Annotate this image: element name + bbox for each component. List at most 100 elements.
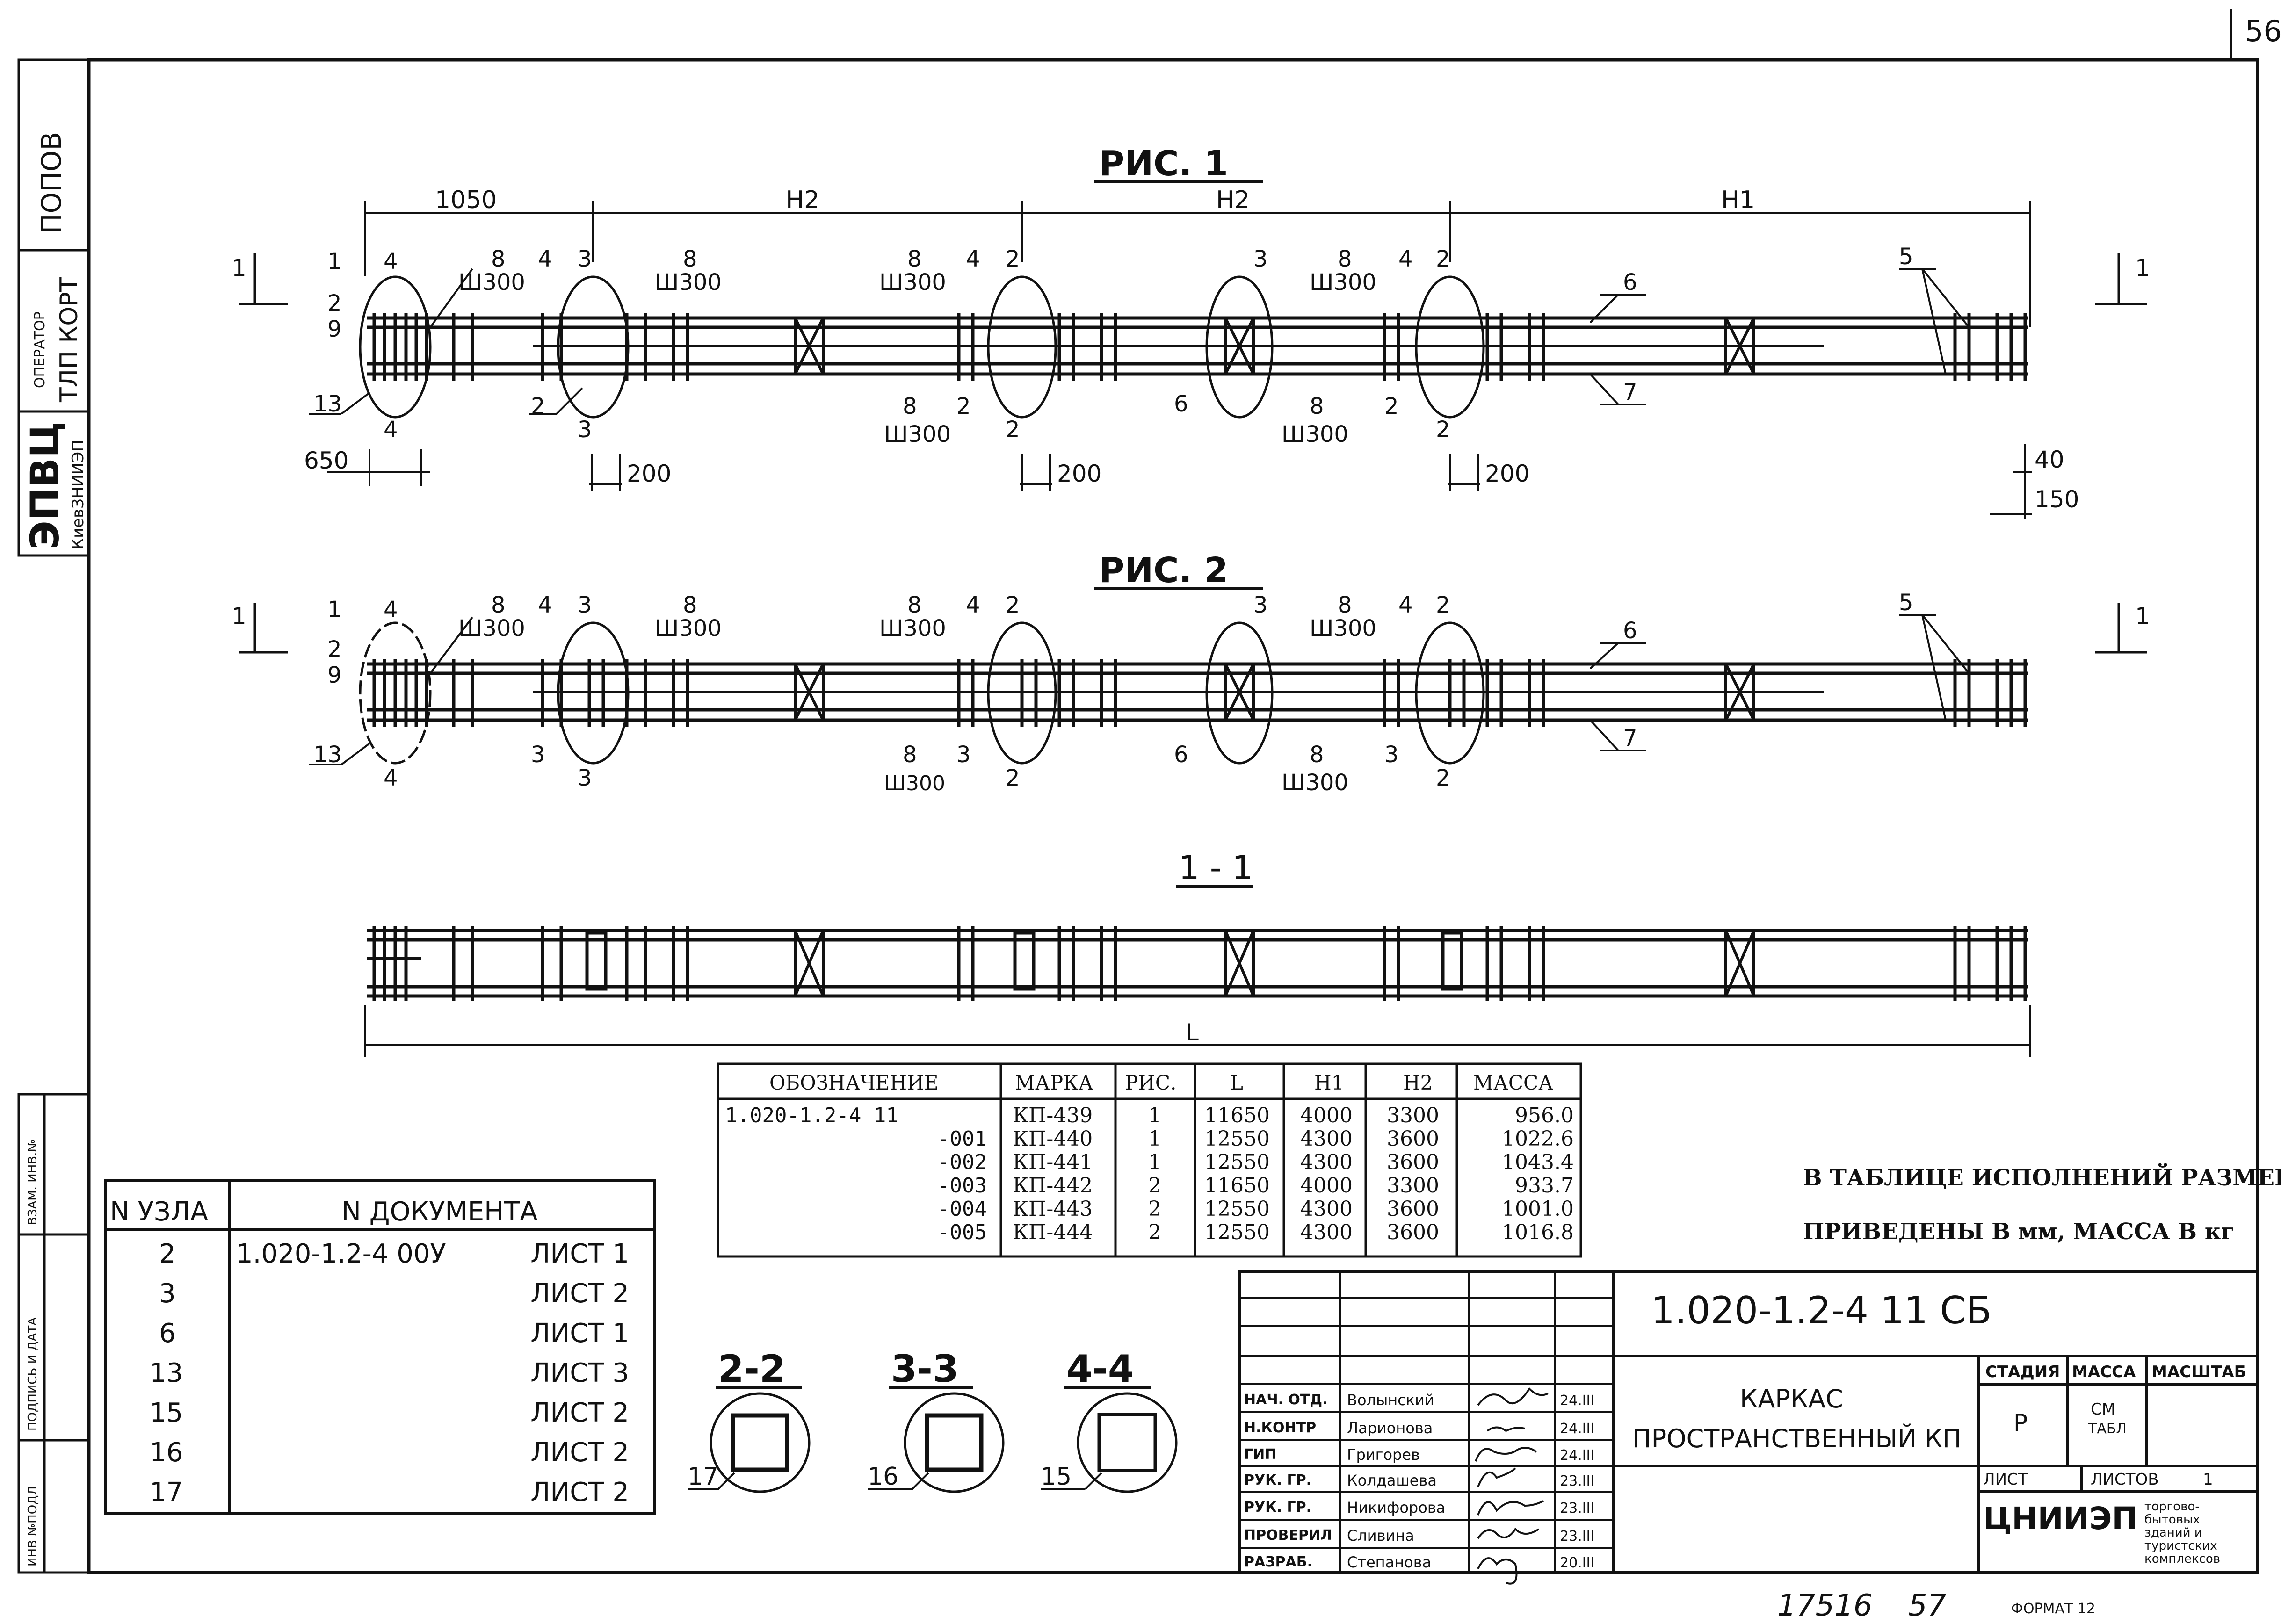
svg-text:КП-439: КП-439 (1013, 1104, 1093, 1127)
fig1-label-8-a: 8 (491, 246, 506, 272)
exec-header-designation: ОБОЗНАЧЕНИЕ (769, 1071, 938, 1094)
svg-text:2-2: 2-2 (718, 1347, 786, 1391)
section-1-1-x-braces (794, 929, 1755, 997)
title-block: 1.020-1.2-4 11 СБ КАРКАС ПРОСТРАНСТВЕННЫ… (1238, 1270, 2259, 1585)
exec-row: -002 КП-441 1 12550 4300 3600 1043.4 (937, 1150, 1574, 1174)
fig2-label-3-node6: 3 (1253, 592, 1268, 618)
svg-text:КП-441: КП-441 (1013, 1150, 1093, 1174)
svg-text:20.III: 20.III (1560, 1555, 1594, 1571)
stamp-org: ЭПВЦ (22, 421, 68, 549)
node-table-row: 17 ЛИСТ 2 (150, 1477, 629, 1508)
svg-text:1043.4: 1043.4 (1502, 1150, 1574, 1174)
fig1-label-6-b: 6 (1623, 269, 1637, 296)
svg-text:23.III: 23.III (1560, 1473, 1594, 1489)
signatory-row: РУК. ГР. Колдашева 23.III (1244, 1467, 1594, 1489)
title-block-scale-label: МАСШТАБ (2151, 1363, 2246, 1381)
fig2-label-5: 5 (1899, 590, 1913, 616)
svg-text:4300: 4300 (1300, 1150, 1353, 1174)
title-block-org-sub: торгово- бытовых зданий и туристских ком… (2144, 1500, 2220, 1566)
stamp-operator-label: ОПЕРАТОР (32, 311, 48, 388)
title-block-name-1: КАРКАС (1740, 1384, 1843, 1414)
svg-text:12550: 12550 (1204, 1220, 1270, 1244)
signatory-row: РАЗРАБ. Степанова 20.III (1244, 1553, 1594, 1585)
section-1-1-bars (367, 929, 2028, 998)
svg-text:3300: 3300 (1387, 1174, 1439, 1198)
fig1-node-callouts (359, 275, 1485, 419)
figure-1: РИС. 1 1050 Н2 Н2 Н1 1 1 (232, 144, 2150, 519)
fig2-label-3-top: 3 (578, 592, 592, 618)
fig1-label-1: 1 (327, 248, 342, 274)
sheet-frame (87, 9, 2259, 1574)
svg-text:15: 15 (150, 1398, 183, 1428)
svg-text:ЛИСТ 1: ЛИСТ 1 (530, 1318, 629, 1349)
fig1-label-8-d: 8 (903, 393, 917, 419)
svg-text:комплексов: комплексов (2144, 1552, 2220, 1566)
svg-text:ЛИСТ 3: ЛИСТ 3 (530, 1358, 629, 1388)
fig1-dim-h1: Н1 (1721, 186, 1755, 214)
title-block-grid (1239, 1272, 1614, 1573)
svg-text:туристских: туристских (2144, 1539, 2217, 1553)
fig1-label-2: 2 (327, 290, 342, 317)
svg-text:4300: 4300 (1300, 1197, 1353, 1221)
exec-row: -004 КП-443 2 12550 4300 3600 1001.0 (937, 1197, 1574, 1221)
signature-mark (1477, 1387, 1549, 1406)
fig1-label-4-bottom: 4 (384, 417, 398, 443)
svg-text:4000: 4000 (1300, 1174, 1353, 1198)
exec-row: -005 КП-444 2 12550 4300 3600 1016.8 (937, 1220, 1574, 1244)
svg-text:-002: -002 (937, 1150, 987, 1174)
fig1-section-mark-left: 1 (232, 254, 246, 281)
svg-text:Степанова: Степанова (1347, 1553, 1431, 1571)
fig2-node-callouts (359, 621, 1485, 765)
fig1-sh300-c: Ш300 (879, 269, 946, 296)
fig1-dim-h2-a: Н2 (786, 186, 819, 214)
svg-text:11650: 11650 (1204, 1174, 1270, 1198)
signature-mark (1477, 1500, 1544, 1516)
svg-text:РУК. ГР.: РУК. ГР. (1244, 1499, 1311, 1516)
node-table-row: 13 ЛИСТ 3 (150, 1358, 629, 1388)
section-1-1-title: 1 - 1 (1179, 849, 1253, 887)
svg-text:16: 16 (150, 1437, 183, 1468)
note-line-2: ПРИВЕДЕНЫ В мм, МАССА В кг (1803, 1219, 2235, 1245)
fig2-label-8-d: 8 (903, 742, 917, 768)
fig2-sh300-f: Ш300 (1282, 770, 1348, 796)
fig2-label-4-e: 4 (1398, 592, 1413, 618)
svg-text:15: 15 (1041, 1463, 1072, 1491)
fig1-dim-200-b: 200 (1057, 460, 1101, 487)
node-table-row: 3 ЛИСТ 2 (159, 1278, 629, 1309)
fig1-x-braces (794, 317, 1755, 375)
fig1-sh300-d: Ш300 (884, 421, 951, 448)
svg-text:Н.КОНТР: Н.КОНТР (1244, 1420, 1316, 1436)
svg-text:933.7: 933.7 (1515, 1174, 1574, 1198)
fig2-section-mark-right: 1 (2135, 603, 2150, 630)
title-block-org: ЦНИИЭП (1983, 1501, 2138, 1537)
fig2-sh300-e: Ш300 (1310, 615, 1376, 642)
fig2-section-markers (239, 603, 2147, 654)
svg-text:ГИП: ГИП (1244, 1446, 1276, 1463)
signature-mark (1475, 1447, 1537, 1462)
signatory-row: ПРОВЕРИЛ Сливина 23.III (1244, 1527, 1594, 1545)
svg-text:24.III: 24.III (1560, 1447, 1594, 1464)
fig2-label-3-c: 3 (956, 742, 971, 768)
fig1-label-2-e: 2 (1384, 393, 1399, 419)
svg-text:23.III: 23.III (1560, 1528, 1594, 1545)
footer-format: ФОРМАТ 12 (2011, 1601, 2095, 1617)
exec-row: -001 КП-440 1 12550 4300 3600 1022.6 (937, 1127, 1574, 1151)
svg-text:1: 1 (1148, 1150, 1161, 1174)
svg-text:3-3: 3-3 (891, 1347, 959, 1391)
title-block-sheets-label: ЛИСТОВ (2091, 1470, 2159, 1489)
svg-text:24.III: 24.III (1560, 1421, 1594, 1437)
signature-mark (1486, 1426, 1525, 1432)
fig1-dim-1050: 1050 (435, 186, 497, 214)
fig2-label-1: 1 (327, 597, 342, 623)
fig1-dim-40: 40 (2035, 446, 2064, 473)
svg-text:4300: 4300 (1300, 1127, 1353, 1151)
svg-text:3600: 3600 (1387, 1150, 1439, 1174)
svg-text:ЛИСТ 2: ЛИСТ 2 (530, 1437, 629, 1468)
svg-text:3600: 3600 (1387, 1127, 1439, 1151)
fig2-label-2-bottom-e: 2 (1436, 765, 1450, 791)
exec-header-mass: МАССА (1473, 1071, 1553, 1094)
node-table-row: 6 ЛИСТ 1 (159, 1318, 629, 1349)
note-line-1: В ТАБЛИЦЕ ИСПОЛНЕНИЙ РАЗМЕРЫ (1803, 1162, 2281, 1191)
fig2-label-3-e: 3 (1384, 742, 1399, 768)
